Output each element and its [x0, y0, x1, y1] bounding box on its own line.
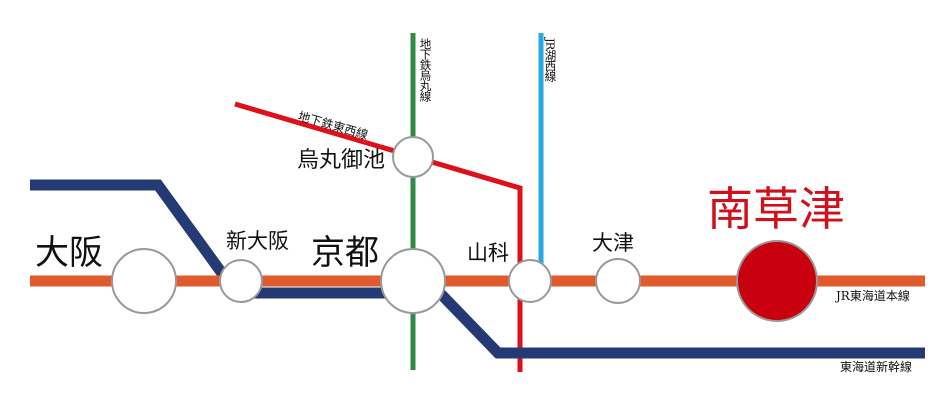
station-label-yamashina: 山科 [467, 241, 509, 265]
line-label-tokaido: JR東海道本線 [836, 289, 910, 303]
station-label-minami-kusatsu: 南草津 [707, 182, 845, 236]
line-shinkansen [30, 179, 925, 359]
station-label-otsu: 大津 [592, 231, 634, 255]
station-label-kyoto: 京都 [311, 233, 379, 273]
line-label-kosei-text: JR湖西線 [543, 38, 558, 81]
station-minami-kusatsu-marker[interactable] [736, 240, 818, 322]
line-label-shinkansen: 東海道新幹線 [840, 360, 913, 374]
line-label-kosei: JR湖西線 [543, 38, 558, 81]
station-karasuma-oike-marker[interactable] [392, 136, 434, 178]
station-kyoto-marker[interactable] [380, 248, 446, 314]
station-otsu-marker[interactable] [595, 258, 641, 304]
line-label-karasuma: 地下鉄烏丸線 [418, 38, 433, 101]
station-osaka-marker[interactable] [111, 248, 177, 314]
line-tozai [234, 101, 523, 372]
station-label-shin-osaka: 新大阪 [226, 229, 289, 253]
station-yamashina-marker[interactable] [508, 259, 552, 303]
station-label-osaka: 大阪 [35, 233, 103, 273]
station-shin-osaka-marker[interactable] [219, 259, 263, 303]
station-label-karasuma-oike: 烏丸御池 [297, 148, 386, 173]
